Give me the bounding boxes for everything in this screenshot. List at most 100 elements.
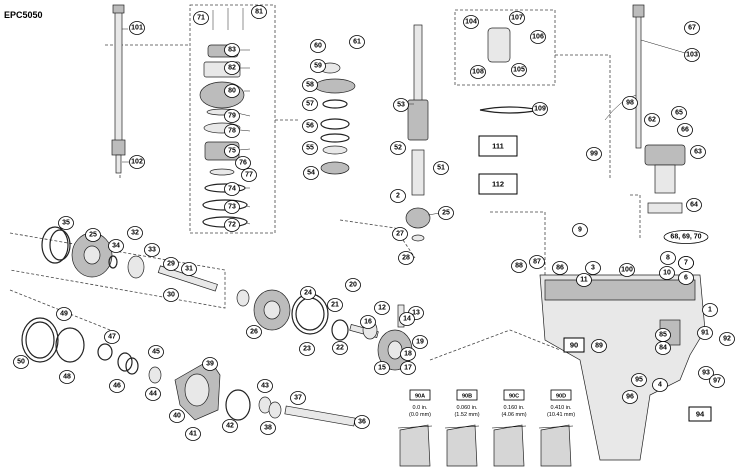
callout-56[interactable]: 56 [302,119,318,133]
callout-26[interactable]: 26 [246,325,262,339]
callout-82[interactable]: 82 [224,61,240,75]
callout-55[interactable]: 55 [302,141,318,155]
callout-79[interactable]: 79 [224,109,240,123]
callout-84[interactable]: 84 [655,341,671,355]
callout-25[interactable]: 25 [438,206,454,220]
callout-46[interactable]: 46 [109,379,125,393]
callout-7[interactable]: 7 [678,256,694,270]
callout-88[interactable]: 88 [511,259,527,273]
callout-107[interactable]: 107 [509,11,525,25]
callout-47[interactable]: 47 [104,330,120,344]
callout-105[interactable]: 105 [511,63,527,77]
callout-29[interactable]: 29 [163,257,179,271]
callout-76[interactable]: 76 [235,156,251,170]
callout-20[interactable]: 20 [345,278,361,292]
callout-22[interactable]: 22 [332,341,348,355]
callout-42[interactable]: 42 [222,419,238,433]
callout-15[interactable]: 15 [374,361,390,375]
callout-38[interactable]: 38 [260,421,276,435]
callout-63[interactable]: 63 [690,145,706,159]
callout-80[interactable]: 80 [224,84,240,98]
callout-30[interactable]: 30 [163,288,179,302]
callout-10[interactable]: 10 [659,266,675,280]
callout-57[interactable]: 57 [302,97,318,111]
callout-34[interactable]: 34 [108,239,124,253]
callout-92[interactable]: 92 [719,332,735,346]
callout-52[interactable]: 52 [390,141,406,155]
callout-3[interactable]: 3 [585,261,601,275]
callout-86[interactable]: 86 [552,261,568,275]
callout-17[interactable]: 17 [400,361,416,375]
callout-24[interactable]: 24 [300,286,316,300]
callout-32[interactable]: 32 [127,226,143,240]
callout-11[interactable]: 11 [576,273,592,287]
callout-96[interactable]: 96 [622,390,638,404]
callout-37[interactable]: 37 [290,391,306,405]
callout-4[interactable]: 4 [652,378,668,392]
callout-71[interactable]: 71 [193,11,209,25]
callout-1[interactable]: 1 [702,303,718,317]
callout-60[interactable]: 60 [310,39,326,53]
callout-89[interactable]: 89 [591,339,607,353]
callout-19[interactable]: 19 [412,335,428,349]
callout-95[interactable]: 95 [631,373,647,387]
callout-9[interactable]: 9 [572,223,588,237]
callout-73[interactable]: 73 [224,200,240,214]
callout-23[interactable]: 23 [299,342,315,356]
callout-109[interactable]: 109 [532,102,548,116]
callout-44[interactable]: 44 [145,387,161,401]
callout-12[interactable]: 12 [374,301,390,315]
callout-74[interactable]: 74 [224,182,240,196]
callout-54[interactable]: 54 [303,166,319,180]
callout-108[interactable]: 108 [470,65,486,79]
callout-27[interactable]: 27 [392,227,408,241]
callout-102[interactable]: 102 [129,155,145,169]
boxed-label-112[interactable]: 112 [478,173,518,195]
callout-31[interactable]: 31 [181,262,197,276]
callout-101[interactable]: 101 [129,21,145,35]
callout-58[interactable]: 58 [302,78,318,92]
callout-43[interactable]: 43 [257,379,273,393]
callout-91[interactable]: 91 [697,326,713,340]
boxed-label-94[interactable]: 94 [688,406,712,422]
callout-93[interactable]: 93 [698,366,714,380]
callout-106[interactable]: 106 [530,30,546,44]
callout-49[interactable]: 49 [56,307,72,321]
callout-68-69-70[interactable]: 68, 69, 70 [663,230,709,244]
callout-83[interactable]: 83 [224,43,240,57]
callout-2[interactable]: 2 [390,189,406,203]
callout-75[interactable]: 75 [224,144,240,158]
callout-28[interactable]: 28 [398,251,414,265]
callout-40[interactable]: 40 [169,409,185,423]
callout-77[interactable]: 77 [241,168,257,182]
callout-36[interactable]: 36 [354,415,370,429]
callout-104[interactable]: 104 [463,15,479,29]
callout-67[interactable]: 67 [684,21,700,35]
callout-39[interactable]: 39 [202,357,218,371]
callout-100[interactable]: 100 [619,263,635,277]
callout-81[interactable]: 81 [251,5,267,19]
callout-99[interactable]: 99 [586,147,602,161]
callout-78[interactable]: 78 [224,124,240,138]
callout-45[interactable]: 45 [148,345,164,359]
callout-61[interactable]: 61 [349,35,365,49]
callout-72[interactable]: 72 [224,218,240,232]
callout-6[interactable]: 6 [678,271,694,285]
boxed-label-111[interactable]: 111 [478,135,518,157]
callout-33[interactable]: 33 [144,243,160,257]
callout-59[interactable]: 59 [310,59,326,73]
boxed-label-90[interactable]: 90 [563,337,585,353]
callout-64[interactable]: 64 [686,198,702,212]
callout-62[interactable]: 62 [644,113,660,127]
callout-97[interactable]: 97 [709,374,725,388]
callout-16[interactable]: 16 [360,315,376,329]
callout-35[interactable]: 35 [58,216,74,230]
callout-25[interactable]: 25 [85,228,101,242]
callout-18[interactable]: 18 [400,347,416,361]
callout-50[interactable]: 50 [13,355,29,369]
callout-48[interactable]: 48 [59,370,75,384]
